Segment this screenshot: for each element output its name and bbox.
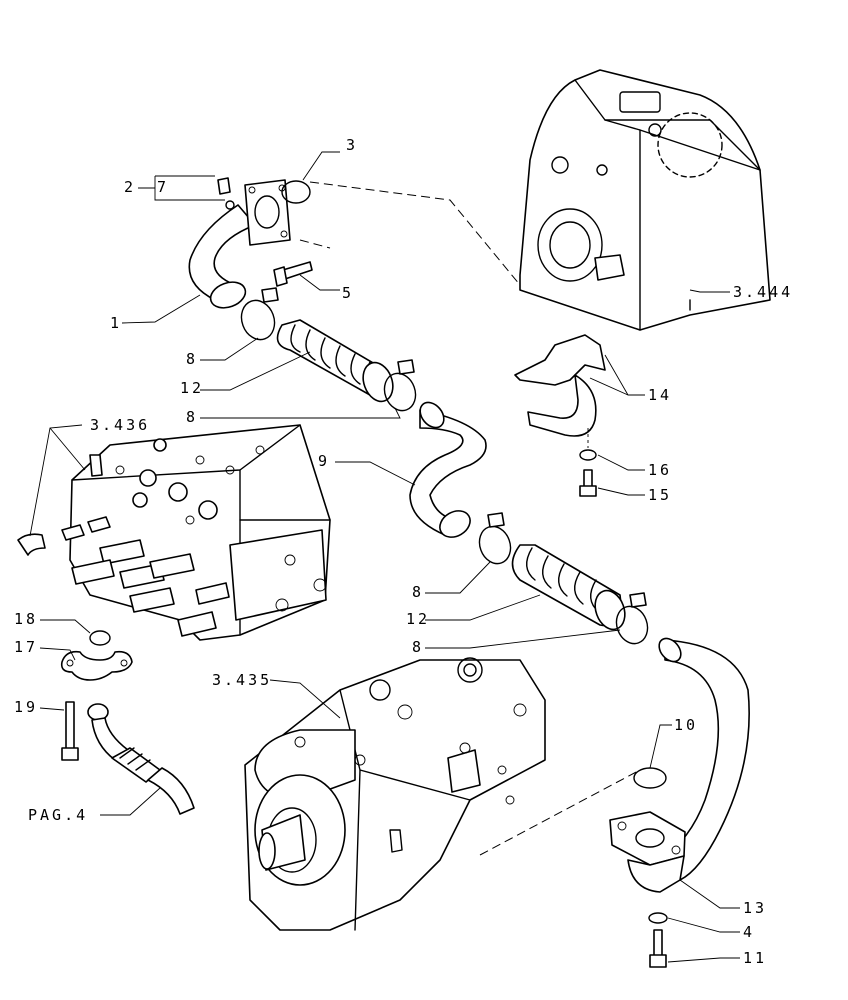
callout-8-d: 8: [412, 638, 424, 656]
callout-9: 9: [318, 452, 330, 470]
screw-5: [273, 261, 313, 287]
assembly-line-pump: [479, 769, 641, 856]
clip-17: [60, 650, 133, 681]
bellows-12-b: [511, 544, 626, 631]
callout-12-b: 12: [406, 610, 430, 628]
oring-10: [633, 767, 667, 789]
washer-4: [648, 912, 668, 924]
washer-18: [89, 630, 111, 646]
callout-13: 13: [743, 899, 767, 917]
pipe-9: [409, 401, 487, 538]
clamp-8-b: [383, 359, 417, 412]
callout-14: 14: [648, 386, 672, 404]
control-valve-3-436: [61, 424, 331, 641]
hose-assembly: [87, 703, 195, 815]
callout-8-b: 8: [186, 408, 198, 426]
callout-19: 19: [14, 698, 38, 716]
callout-5: 5: [342, 284, 354, 302]
callout-12-a: 12: [180, 379, 204, 397]
callout-17: 17: [14, 638, 38, 656]
callout-16: 16: [648, 461, 672, 479]
screw-11: [649, 929, 667, 968]
callout-pag-4: PAG.4: [28, 806, 88, 824]
oring-3: [281, 180, 311, 204]
clamp-8-a: [240, 287, 279, 341]
callout-11: 11: [743, 949, 767, 967]
callout-3: 3: [346, 136, 358, 154]
callout-2: 2: [124, 178, 136, 196]
callout-3-435: 3.435: [212, 671, 272, 689]
washer-16: [579, 449, 597, 461]
hydraulic-pump-3-435: [244, 657, 546, 931]
callout-4: 4: [743, 923, 755, 941]
callout-1: 1: [110, 314, 122, 332]
leader-lines: [29, 151, 740, 963]
callout-15: 15: [648, 486, 672, 504]
bracket-14: [514, 334, 606, 437]
pipe-13: [609, 637, 750, 893]
fitting-7: [217, 177, 235, 210]
callout-10: 10: [674, 716, 698, 734]
callout-8-c: 8: [412, 583, 424, 601]
pipe-1-upper-elbow: [188, 179, 291, 309]
transmission-housing: [519, 69, 771, 331]
callout-labels: 1 2 7 3 5 3.444 8 12 8 14 3.436 9 16 15 …: [14, 136, 793, 967]
callout-18: 18: [14, 610, 38, 628]
screw-15: [579, 469, 597, 497]
bellows-12-a: [276, 319, 394, 403]
callout-3-436: 3.436: [90, 416, 150, 434]
clamp-8-c: [478, 512, 512, 565]
screw-19: [61, 701, 79, 761]
elbow-fitting: [17, 533, 46, 556]
assembly-line-flange: [299, 239, 331, 249]
callout-7: 7: [157, 178, 169, 196]
assembly-line-housing: [309, 181, 521, 286]
callout-8-a: 8: [186, 350, 198, 368]
callout-3-444: 3.444: [733, 283, 793, 301]
